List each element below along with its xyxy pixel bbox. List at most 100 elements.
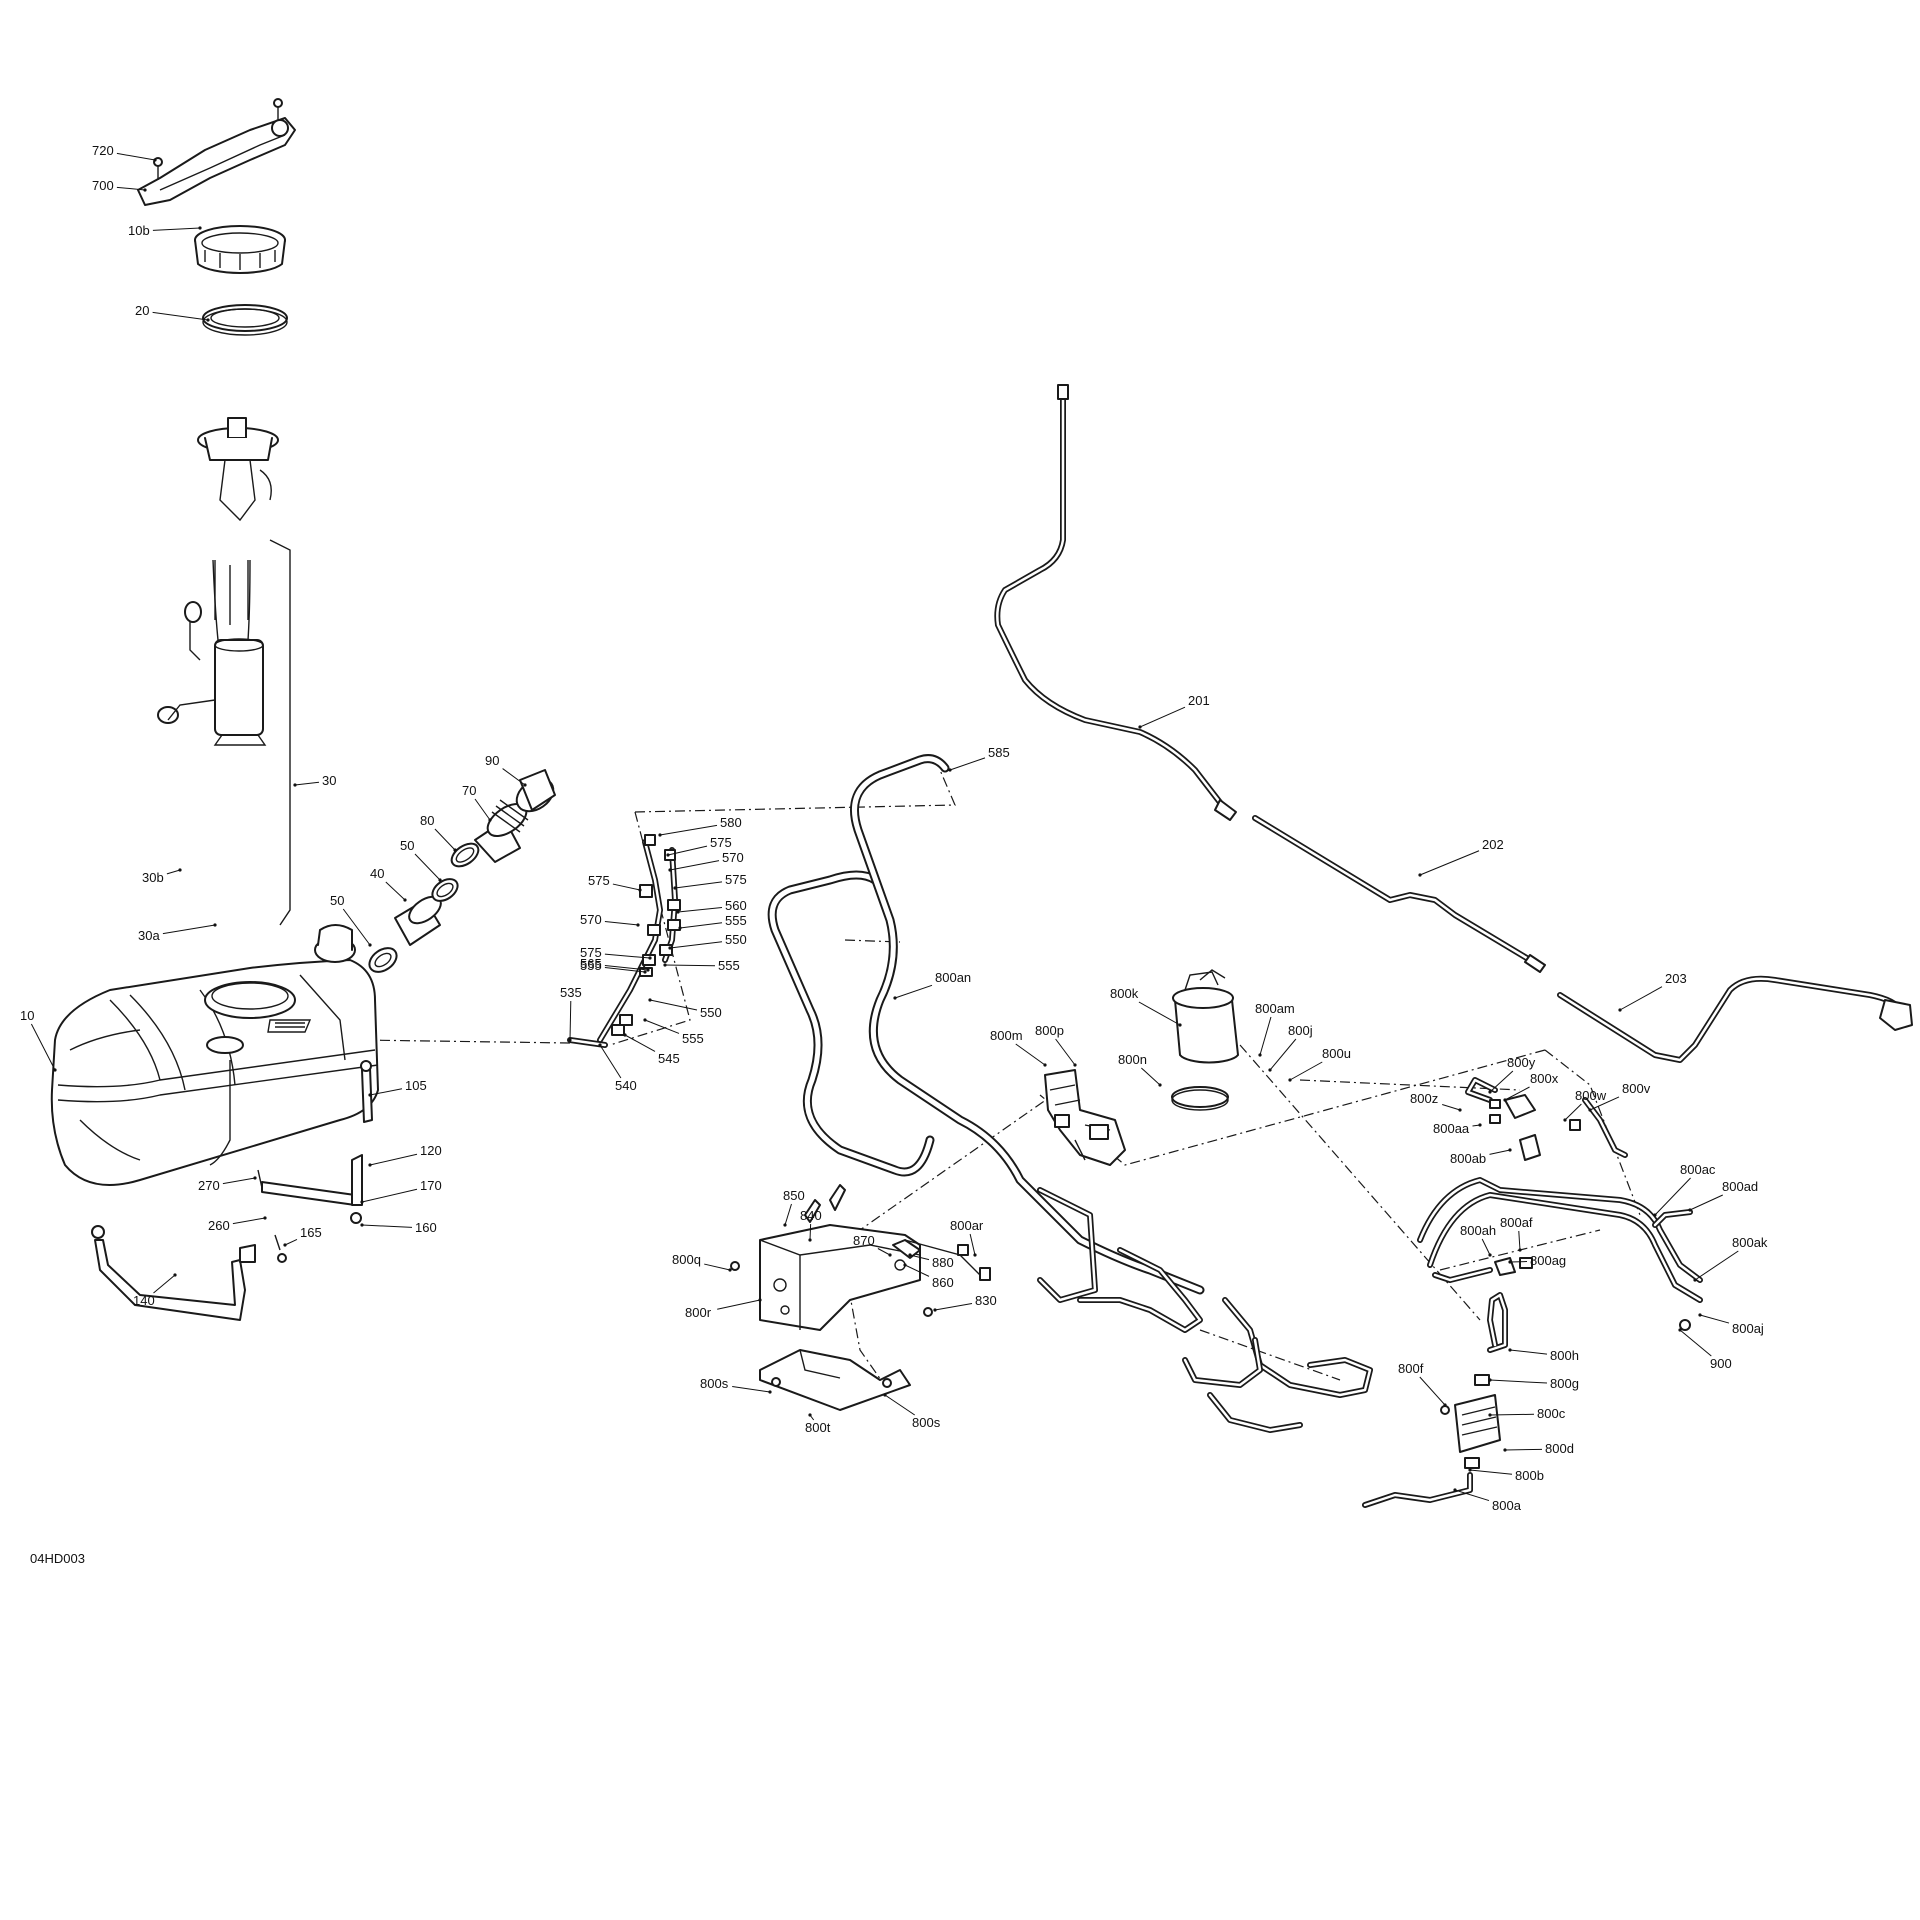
callout-arrow [1418,873,1422,877]
callout-arrow [568,1038,572,1042]
callout-leader [1589,1096,1620,1111]
callout-leader [162,924,216,935]
callout-label: 555 [682,1031,704,1046]
callout-leader [361,1224,413,1228]
callout-leader [361,1188,418,1203]
callout-arrow [1073,1063,1077,1067]
callout-label: 30 [322,773,336,788]
callout-arrow [1488,1378,1492,1382]
callout-leader [152,227,201,231]
callout-label: 800ac [1680,1162,1716,1177]
callout-arrow [1508,1348,1512,1352]
callout-arrow [1678,1328,1682,1332]
callout-arrow [646,968,650,972]
callout-leader [669,860,720,871]
callout-leader [674,881,723,889]
callout-label: 800ak [1732,1235,1768,1250]
diagram-code: 04HD003 [30,1551,85,1566]
callout-label: 800z [1410,1091,1438,1106]
callout-leader [1139,706,1186,728]
callout-arrow [198,226,202,230]
callout-label: 570 [580,912,602,927]
fuel-hose-long [767,754,1205,1295]
callout-label: 140 [133,1293,155,1308]
callout-label: 800y [1507,1055,1536,1070]
callout-arrow [673,886,677,890]
callout-leader [414,853,441,881]
callout-arrow [1508,1260,1512,1264]
callout-label: 170 [420,1178,442,1193]
return-lines [1417,1177,1703,1331]
callout-arrow [368,1093,372,1097]
callout-arrow [668,868,672,872]
callout-leader [116,186,146,191]
callout-arrow [728,1268,732,1272]
callout-arrow [1488,1253,1492,1257]
callout-leader [604,953,651,959]
callout-label: 575 [710,835,732,850]
callout-leader [30,1023,56,1071]
callout-label: 800g [1550,1376,1579,1391]
callout-leader [677,906,723,913]
callout-label: 800w [1575,1088,1607,1103]
callout-leader [894,984,933,999]
callout-label: 800ag [1530,1253,1566,1268]
callout-arrow [1268,1068,1272,1072]
callout-arrow [1138,725,1142,729]
callout-arrow [636,923,640,927]
callout-leader [934,1302,973,1311]
callout-leader [1619,986,1663,1011]
callout-arrow [403,898,407,902]
callout-leader [659,824,718,836]
callout-label: 800an [935,970,971,985]
callout-label: 575 [580,945,602,960]
callout-arrow [663,963,667,967]
callout-arrow [178,868,182,872]
callout-leader [153,1274,176,1294]
callout-arrow [1178,1023,1182,1027]
callout-leader [1419,1376,1446,1406]
callout-leader [717,1299,761,1310]
callout-label: 550 [725,932,747,947]
callout-label: 165 [300,1225,322,1240]
callout-arrow [668,946,672,950]
callout-arrow [1508,1148,1512,1152]
callout-arrow [893,996,897,1000]
callout-arrow [153,158,157,162]
callout-arrow [903,1263,907,1267]
callout-leader [1489,1413,1535,1416]
callout-label: 260 [208,1218,230,1233]
callout-arrow [253,1176,257,1180]
callout-label: 540 [615,1078,637,1093]
callout-arrow [1488,1090,1492,1094]
fuel-tank [50,924,379,1186]
callout-arrow [1503,1448,1507,1452]
callout-label: 270 [198,1178,220,1193]
callout-label: 10b [128,223,150,238]
callout-label: 850 [783,1188,805,1203]
callout-leader [884,1394,915,1416]
callout-arrow [1518,1248,1522,1252]
callout-label: 50 [400,838,414,853]
callout-arrow [1688,1208,1692,1212]
callout-label: 800k [1110,986,1139,1001]
callout-label: 800f [1398,1361,1424,1376]
callout-leader [1564,1103,1582,1121]
callout-leader [434,828,456,851]
callout-label: 800p [1035,1023,1064,1038]
callout-label: 800af [1500,1215,1533,1230]
callout-arrow [1693,1278,1697,1282]
callout-leader [474,798,491,821]
callout-leader [704,1263,731,1271]
tank-straps [91,1060,373,1321]
callout-label: 800x [1530,1071,1559,1086]
lock-ring [194,225,286,274]
callout-label: 800s [912,1415,941,1430]
callout-leader [1419,850,1480,876]
callout-leader [679,922,723,929]
callout-leader [599,1044,622,1079]
callout-arrow [1698,1313,1702,1317]
callout-arrow [1288,1078,1292,1082]
evap-canister [1171,969,1239,1111]
callout-leader [1138,1001,1181,1026]
